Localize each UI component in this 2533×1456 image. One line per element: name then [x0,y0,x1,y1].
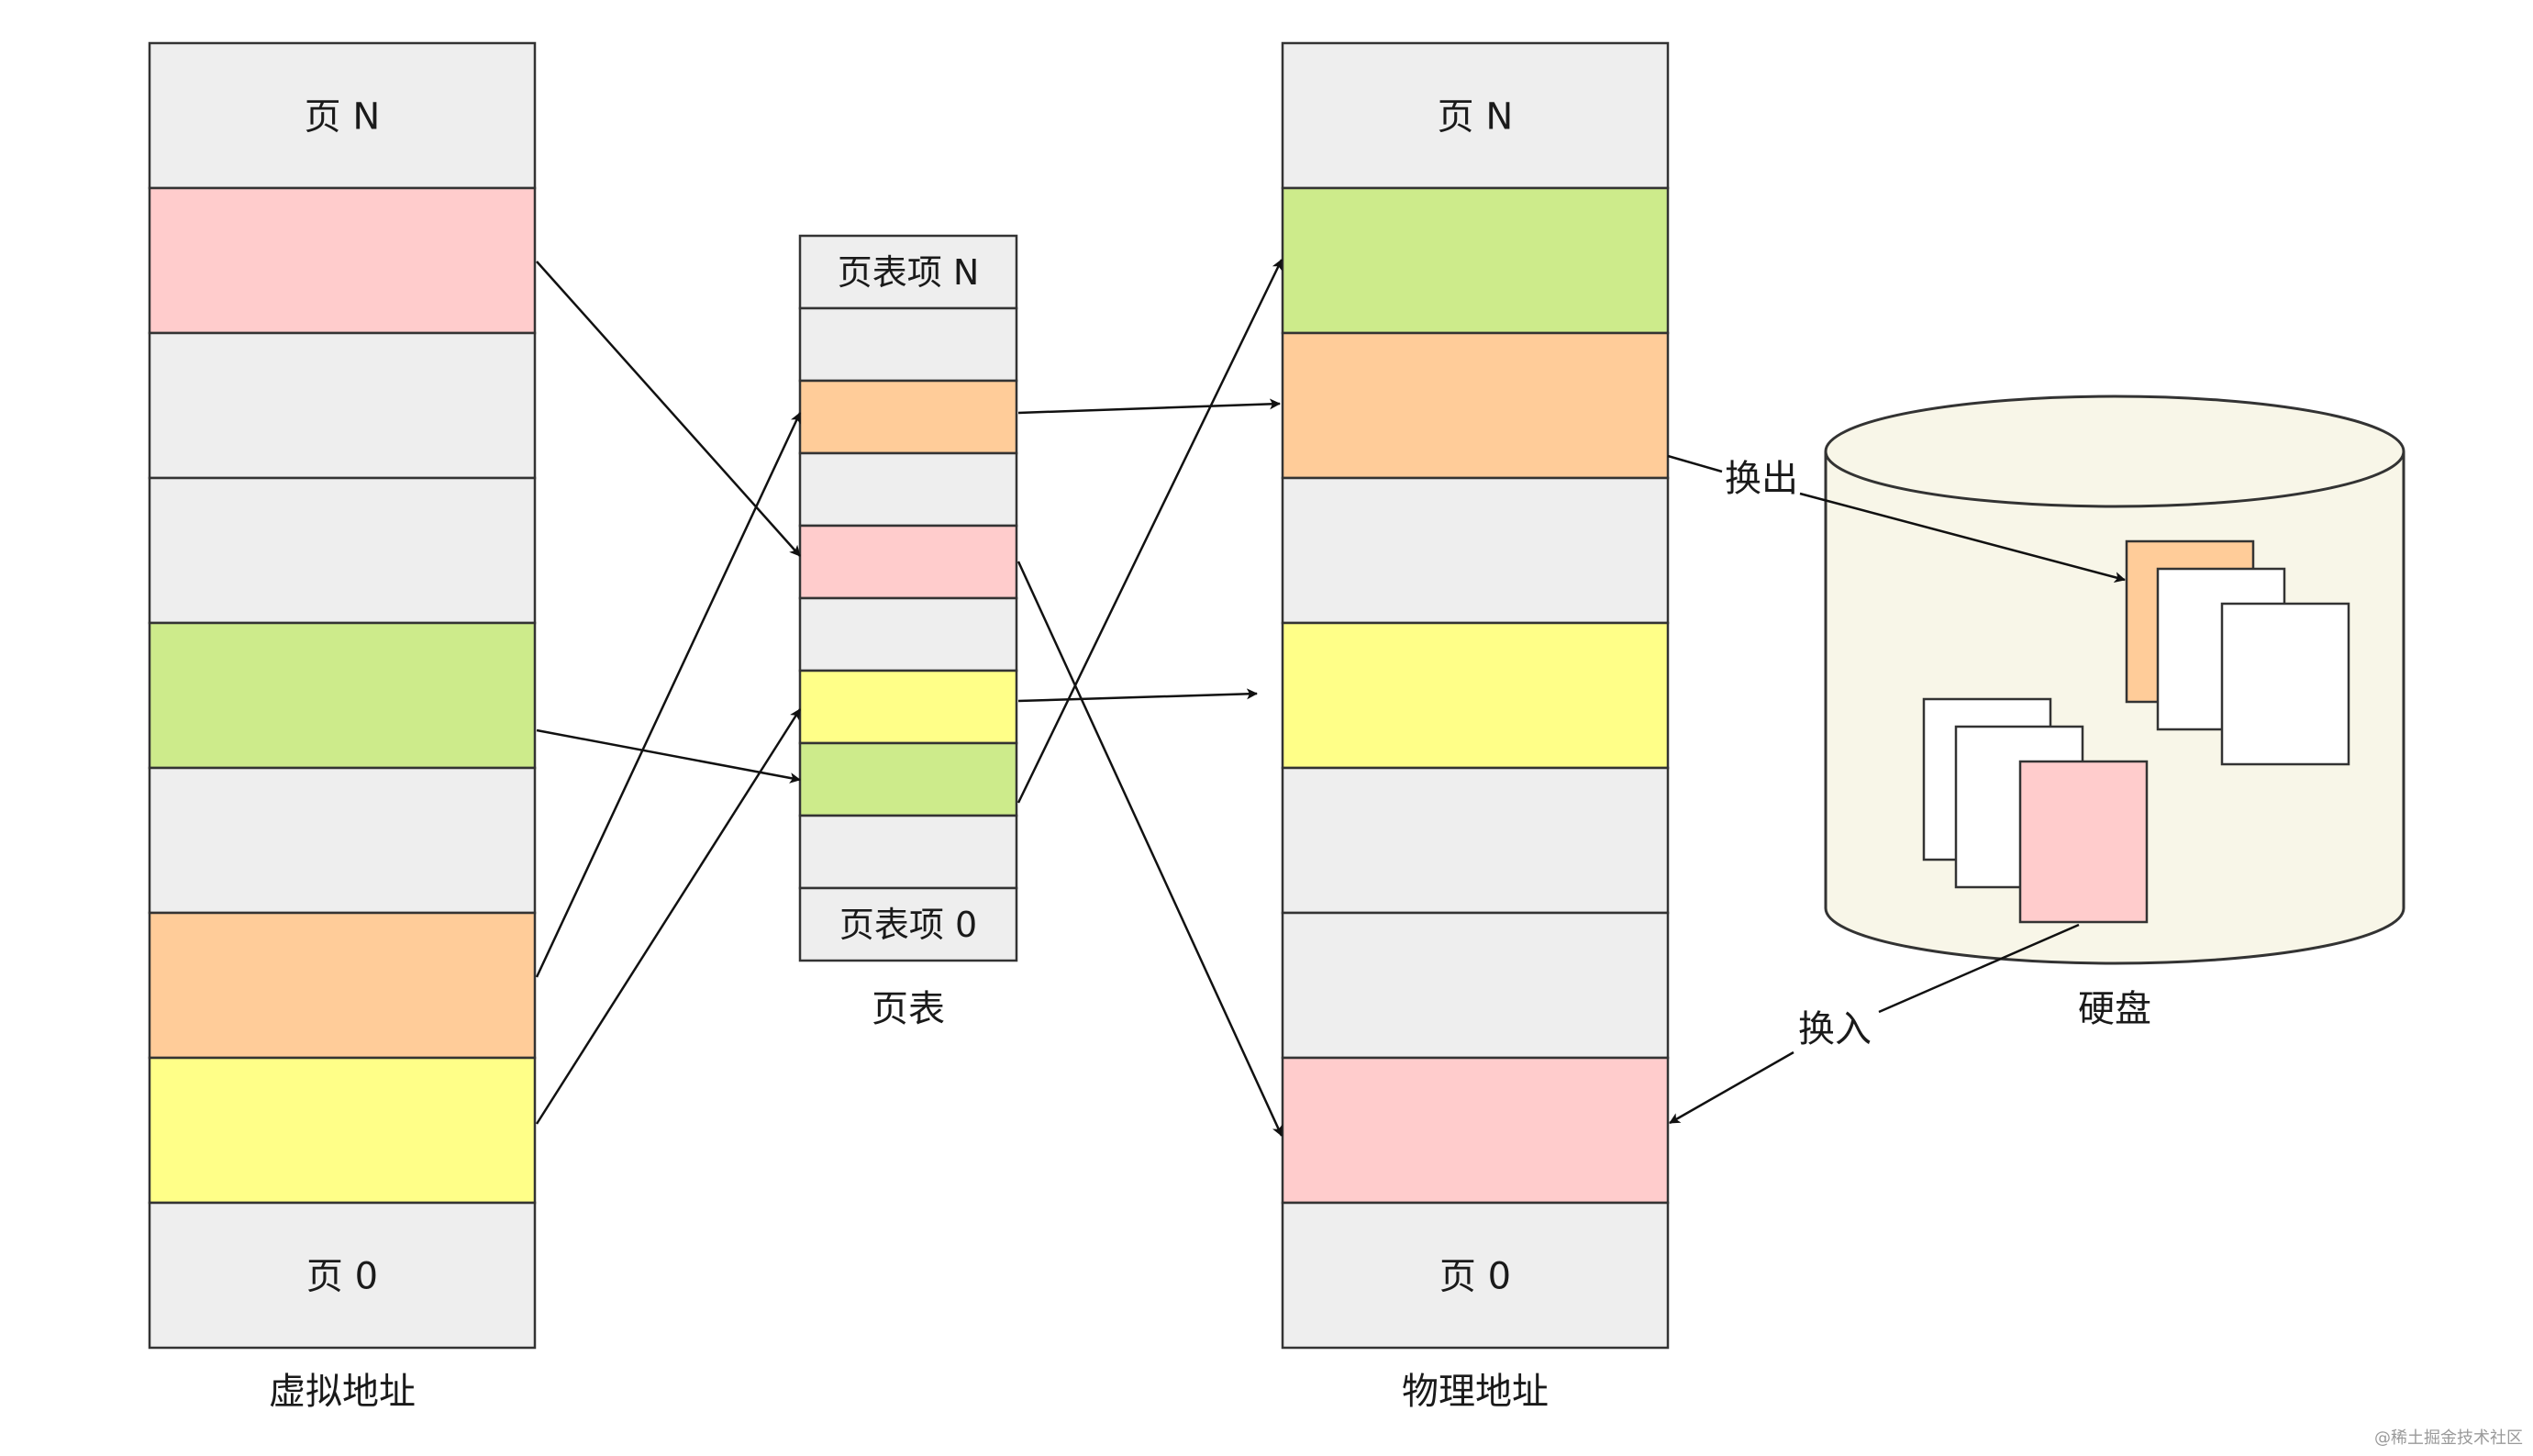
arrow-pte-orange-to-physical [1017,398,1281,415]
page-table-cell-3 [798,451,1018,528]
hard-disk-caption: 硬盘 [2078,988,2151,1030]
page-table-caption: 页表 [872,988,945,1030]
physical-cell-label-0: 页 N [1438,95,1514,138]
arrow-pte-yellow-to-physical [1017,688,1258,703]
page-table-cell-label-9: 页表项 0 [839,905,977,945]
arrow-swap-out [1667,454,2125,580]
arrow-pte-pink-to-physical [1017,561,1283,1137]
page-table-cell-5 [798,596,1018,672]
physical-cell-5 [1281,766,1670,915]
arrow-virtual-yellow-to-pte [535,708,802,1125]
physical-cell-7 [1281,1056,1670,1205]
page-table-cell-1 [798,306,1018,383]
physical-cell-label-8: 页 0 [1439,1255,1511,1297]
swap-out-label: 换出 [1725,458,1798,500]
virtual-cell-2 [148,331,537,480]
page-table-cell-2 [798,379,1018,455]
page-table-cell-6 [798,669,1018,745]
virtual-cell-4 [148,621,537,770]
page-table-cell-0 [798,234,1018,310]
page-table-column: 页表项 N 页表项 0 [798,234,1018,962]
physical-cell-4 [1281,621,1670,770]
physical-address-column: 页 N 页 0 [1281,41,1670,1350]
page-table-cell-4 [798,524,1018,600]
physical-cell-6 [1281,911,1670,1060]
physical-cell-2 [1281,331,1670,480]
virtual-cell-label-0: 页 N [305,95,381,138]
virtual-address-caption: 虚拟地址 [269,1371,416,1413]
arrow-virtual-orange-to-pte [535,412,802,978]
disk-page-white-2 [2220,602,2350,766]
virtual-cell-6 [148,911,537,1060]
virtual-cell-label-8: 页 0 [306,1255,378,1297]
virtual-cell-8 [148,1201,537,1350]
arrow-virtual-pink-to-pte [536,261,801,557]
virtual-cell-7 [148,1056,537,1205]
disk-page-pink [2018,760,2149,924]
virtual-cell-0 [148,41,537,190]
virtual-cell-5 [148,766,537,915]
physical-cell-8 [1281,1201,1670,1350]
arrow-virtual-green-to-pte [536,728,801,784]
virtual-cell-3 [148,476,537,625]
physical-cell-3 [1281,476,1670,625]
physical-address-caption: 物理地址 [1402,1371,1549,1413]
watermark: @稀土掘金技术社区 [2374,1428,2523,1448]
hard-disk [1824,395,2405,965]
arrow-swap-in [1670,923,2080,1123]
page-table-cell-label-0: 页表项 N [838,252,980,293]
physical-cell-1 [1281,186,1670,335]
arrow-pte-green-to-physical [1017,259,1283,804]
virtual-address-column: 页 N 页 0 [148,41,537,1350]
disk-top [1824,395,2405,508]
physical-cell-0 [1281,41,1670,190]
swap-in-label: 换入 [1798,1008,1872,1050]
virtual-cell-1 [148,186,537,335]
page-table-cell-9 [798,886,1018,962]
page-table-cell-8 [798,814,1018,890]
page-table-cell-7 [798,741,1018,817]
